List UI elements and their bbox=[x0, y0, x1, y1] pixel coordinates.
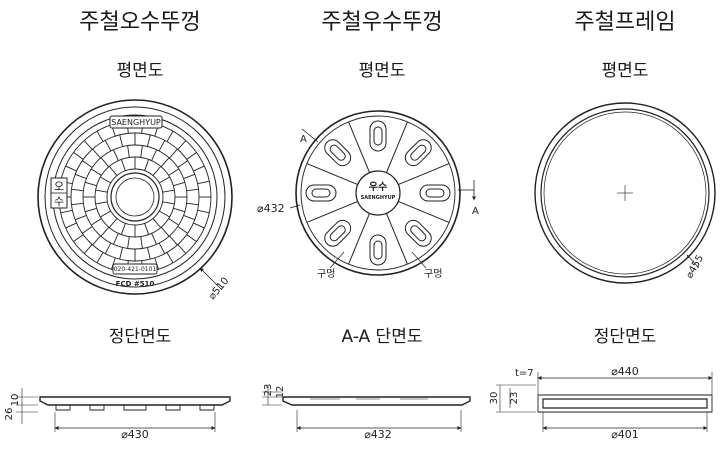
section-label-frame: 정단면도 bbox=[593, 327, 657, 347]
side-tag-top: 오 bbox=[54, 180, 64, 193]
plan-label-sewage: 평면도 bbox=[116, 61, 164, 81]
center-subtext: SAENGHYUP bbox=[361, 195, 396, 201]
section-height-rain-2: 12 bbox=[275, 386, 286, 399]
section-diameter-rain: ⌀432 bbox=[364, 428, 392, 441]
frame-plan bbox=[534, 102, 716, 284]
plan-diameter-rain: ⌀432 bbox=[257, 202, 285, 215]
rain-cover-plan bbox=[289, 110, 476, 276]
hole-label-right: 구멍 bbox=[424, 268, 442, 280]
section-diameter-sewage: ⌀430 bbox=[121, 428, 149, 441]
section-height-sewage-1: 10 bbox=[10, 394, 21, 407]
center-logo: 우수 bbox=[369, 181, 387, 193]
title-sewage-cover: 주철오수뚜껑 bbox=[79, 10, 201, 35]
section-label-sewage: 정단면도 bbox=[108, 327, 172, 347]
section-height-rain-1: 23 bbox=[263, 384, 274, 397]
hole-label-left: 구멍 bbox=[317, 268, 335, 280]
sewage-cover-plan bbox=[37, 99, 233, 295]
fcd-mark: FCD #510 bbox=[116, 280, 155, 288]
sewage-cover-section bbox=[16, 388, 231, 432]
bottom-diameter-frame: ⌀401 bbox=[611, 428, 639, 441]
section-label-rain: A-A 단면도 bbox=[341, 327, 423, 347]
serial-plate-text: 020-421-0101 bbox=[114, 266, 157, 273]
plan-diameter-sewage: ⌀510 bbox=[207, 276, 232, 302]
section-marker-a-top: A bbox=[300, 134, 307, 145]
title-frame: 주철프레임 bbox=[574, 10, 676, 35]
brand-plate-text: SAENGHYUP bbox=[111, 118, 161, 127]
thickness-label: t=7 bbox=[515, 368, 534, 379]
top-diameter-frame: ⌀440 bbox=[611, 365, 639, 378]
plan-label-frame: 평면도 bbox=[601, 61, 649, 81]
section-height-sewage-2: 26 bbox=[4, 408, 15, 421]
side-tag-bottom: 수 bbox=[54, 195, 64, 208]
section-height-frame-1: 30 bbox=[489, 392, 500, 405]
title-rain-cover: 주철우수뚜껑 bbox=[321, 10, 443, 35]
rain-cover-section bbox=[262, 386, 471, 432]
section-marker-a-right: A bbox=[472, 206, 479, 217]
plan-label-rain: 평면도 bbox=[358, 61, 406, 81]
frame-section bbox=[496, 372, 713, 432]
section-height-frame-2: 23 bbox=[509, 392, 520, 405]
